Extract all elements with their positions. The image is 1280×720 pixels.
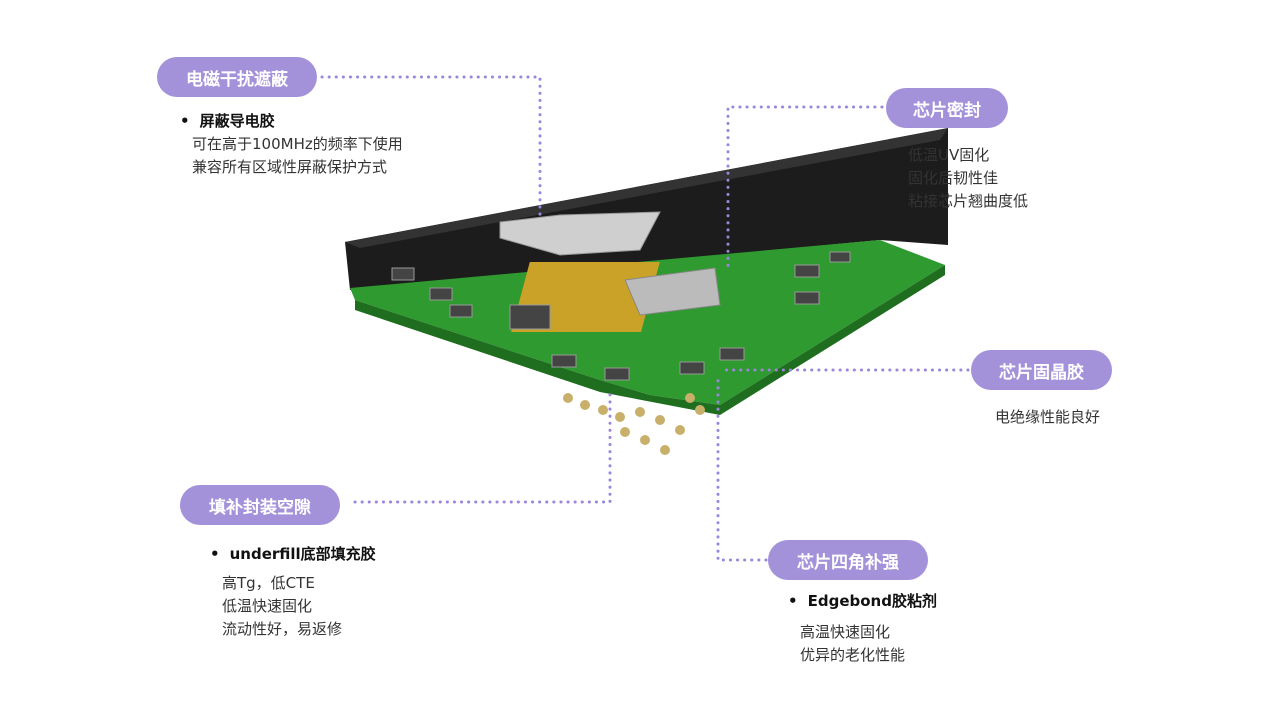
corner-line: 高温快速固化: [800, 623, 891, 641]
shield-can: [499, 211, 661, 256]
callout-emi-shielding: 电磁干扰遮蔽: [157, 57, 317, 97]
die-attach-details: 电绝缘性能良好: [995, 406, 1100, 429]
chip-seal-line: 粘接芯片翘曲度低: [908, 192, 1029, 210]
emi-product: 屏蔽导电胶: [180, 110, 403, 133]
emi-line: 可在高于100MHz的频率下使用: [192, 135, 403, 153]
die-attach-line: 电绝缘性能良好: [995, 408, 1101, 426]
underfill-product: underfill底部填充胶: [210, 543, 376, 566]
corner-line: 优异的老化性能: [800, 646, 906, 664]
callout-die-attach: 芯片固晶胶: [971, 350, 1112, 390]
underfill-line: 高Tg，低CTE: [222, 574, 315, 592]
callout-chip-seal: 芯片密封: [886, 88, 1008, 128]
chip-seal-details: 低温UV固化 固化后韧性佳 粘接芯片翘曲度低: [908, 144, 1028, 213]
corner-product: Edgebond胶粘剂: [788, 590, 937, 613]
underfill-details: underfill底部填充胶 高Tg，低CTE 低温快速固化 流动性好，易返修: [210, 543, 376, 641]
mold-compound: [345, 128, 948, 290]
chip-seal-line: 固化后韧性佳: [908, 169, 999, 187]
underfill-line: 低温快速固化: [222, 597, 313, 615]
smd-components: [391, 251, 851, 381]
chip-seal-line: 低温UV固化: [908, 146, 990, 164]
pcb-board: [350, 240, 945, 405]
leader-lines: [320, 75, 970, 562]
chip-die: [624, 267, 721, 316]
emi-line: 兼容所有区域性屏蔽保护方式: [192, 158, 388, 176]
callout-corner-reinforcement: 芯片四角补强: [768, 540, 928, 580]
underfill-line: 流动性好，易返修: [222, 620, 343, 638]
emi-details: 屏蔽导电胶 可在高于100MHz的频率下使用 兼容所有区域性屏蔽保护方式: [180, 110, 403, 179]
solder-balls: [563, 393, 705, 455]
corner-details: Edgebond胶粘剂 高温快速固化 优异的老化性能: [788, 590, 937, 667]
callout-underfill: 填补封装空隙: [180, 485, 340, 525]
